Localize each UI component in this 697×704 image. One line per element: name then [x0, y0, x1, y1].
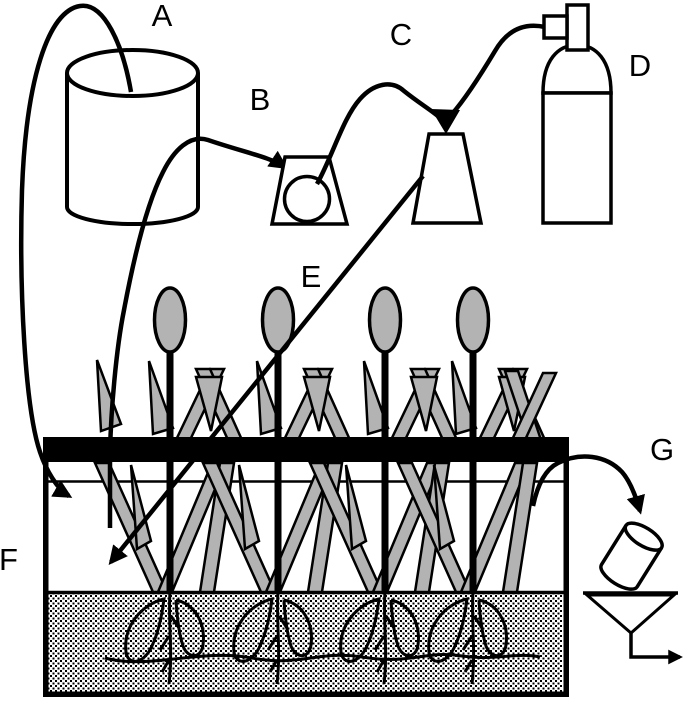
bed-outline [43, 439, 569, 697]
collection-vial [599, 521, 664, 591]
mixing-vessel [410, 132, 484, 225]
label-f: F [0, 542, 18, 577]
gas-cylinder [541, 3, 613, 225]
substrate-layer [48, 593, 563, 693]
label-g: G [650, 432, 674, 467]
label-b: B [250, 82, 271, 117]
label-c: C [390, 17, 412, 52]
funnel-cone [582, 593, 678, 635]
label-a: A [152, 0, 173, 33]
reservoir-cylinder [65, 48, 200, 226]
cylinder-shoulder [541, 43, 613, 95]
valve-outlet [542, 14, 569, 40]
root-runner [104, 653, 541, 664]
tube-bed-to-pump [107, 136, 289, 528]
planted-bed [43, 286, 569, 697]
cylinder-body [541, 91, 613, 225]
outflow-line [629, 633, 683, 665]
vessel-inlet-arrowhead [431, 109, 460, 134]
pump-head [282, 174, 332, 224]
collector-assembly [530, 454, 683, 665]
line-vessel-to-bed [108, 174, 425, 565]
tube-gas-to-vessel [450, 23, 546, 116]
tube-bed-to-collector [530, 454, 645, 515]
valve-stem [565, 3, 590, 52]
root-system [104, 590, 541, 686]
emergent-leaves [95, 359, 558, 442]
labels: A B C D E F G [0, 0, 674, 577]
label-e: E [301, 259, 322, 294]
tube-pump-to-vessel [315, 82, 441, 186]
tube-reservoir-to-bed [19, 3, 134, 498]
label-d: D [629, 48, 651, 83]
cylinder-mouth [65, 48, 200, 98]
pump [269, 155, 350, 226]
